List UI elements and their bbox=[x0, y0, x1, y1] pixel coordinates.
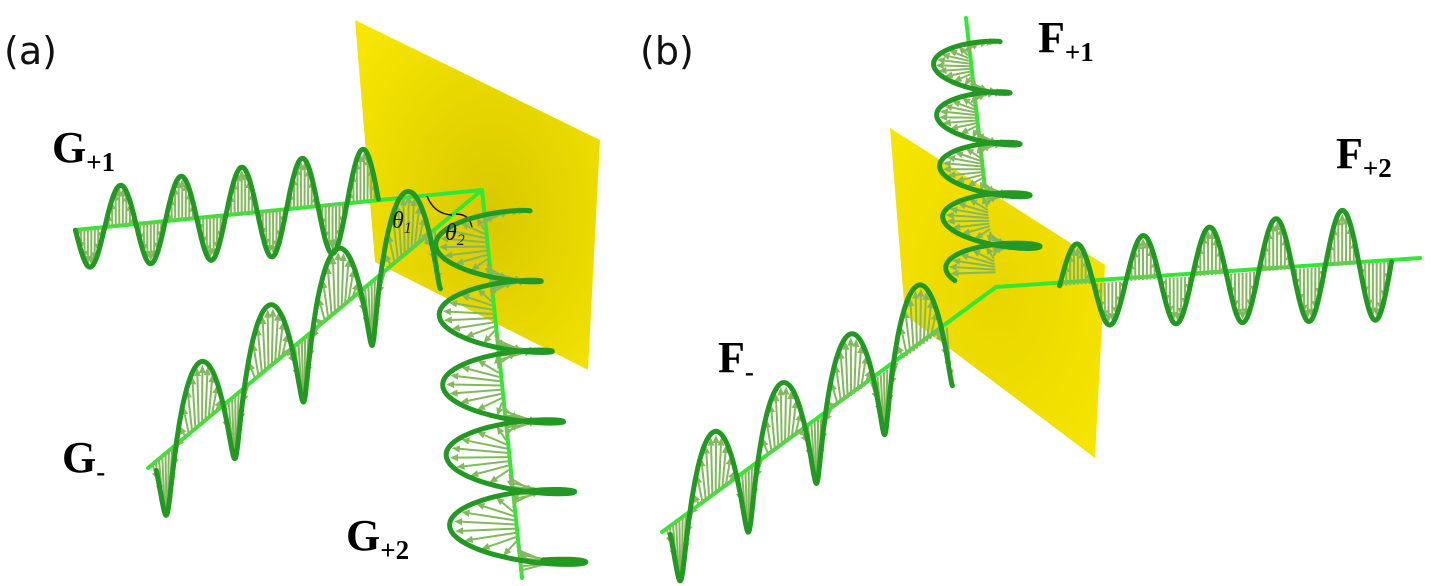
helix-g-plus-1-outline bbox=[72, 146, 381, 270]
beam-label-f-minus: F- bbox=[718, 333, 754, 387]
beam-label-g-minus: G- bbox=[62, 433, 105, 487]
panel-a-axis-g-plus-2 bbox=[480, 188, 524, 580]
theta-1-label: θ1 bbox=[392, 208, 412, 237]
helix-g-plus-2 bbox=[433, 207, 589, 572]
panel-a: (a) θ1 θ2 G+1 G- G+2 bbox=[4, 20, 600, 580]
panel-a-label: (a) bbox=[4, 29, 57, 73]
beam-label-f-plus-2: F+2 bbox=[1336, 129, 1392, 183]
helix-f-plus-2-outline bbox=[1057, 207, 1395, 328]
helix-f-plus-1-outline bbox=[931, 38, 1043, 284]
beam-label-g-plus-1: G+1 bbox=[52, 123, 115, 177]
helix-f-minus bbox=[665, 282, 955, 584]
panel-b: (b) F+1 F+2 F- bbox=[640, 13, 1422, 584]
helix-f-minus-outline bbox=[667, 282, 955, 584]
helix-g-minus-outline bbox=[153, 188, 443, 518]
theta-2-label: θ2 bbox=[445, 220, 465, 249]
helix-f-plus-2 bbox=[1057, 207, 1395, 328]
theta-1-arc bbox=[426, 195, 453, 216]
helix-g-plus-1 bbox=[72, 146, 381, 270]
beam-label-f-plus-1: F+1 bbox=[1038, 13, 1094, 67]
helix-f-plus-1 bbox=[931, 37, 1043, 284]
panel-b-label: (b) bbox=[640, 29, 694, 73]
beam-label-g-plus-2: G+2 bbox=[346, 511, 409, 565]
helix-g-plus-2-outline bbox=[433, 207, 589, 567]
helix-g-minus bbox=[151, 188, 443, 518]
